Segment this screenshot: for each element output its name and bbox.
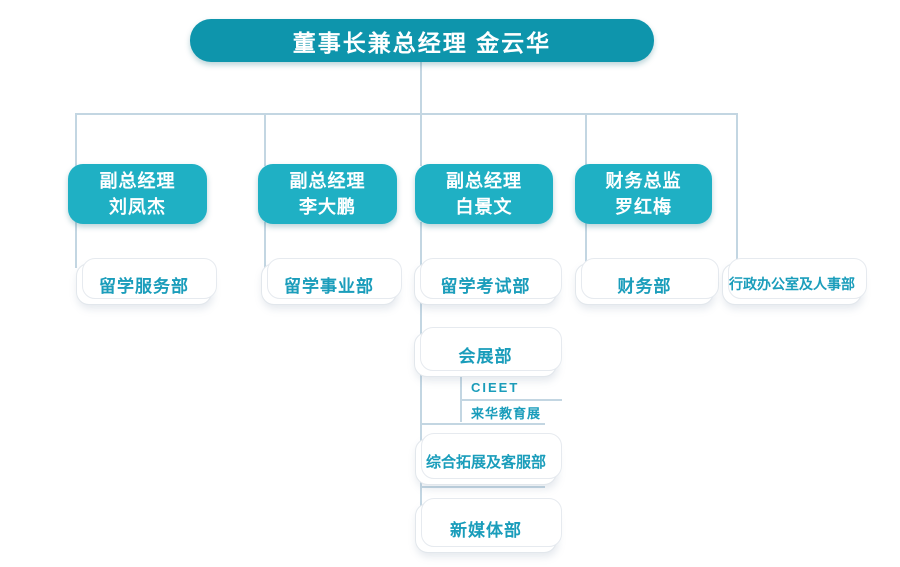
connector-line <box>420 113 422 166</box>
dept-label: 留学考试部 <box>440 276 531 296</box>
dept-study-abroad-business: 留学事业部 <box>261 258 402 305</box>
node-exec-lidapeng: 副总经理 李大鹏 <box>258 164 397 224</box>
node-chairman: 董事长兼总经理 金云华 <box>190 19 654 62</box>
connector-line <box>75 113 738 115</box>
cieet-note-line2: 来华教育展 <box>471 406 542 421</box>
exec-title: 财务总监 <box>605 171 682 191</box>
connector-line <box>264 222 266 268</box>
node-chairman-label: 董事长兼总经理 金云华 <box>292 29 552 56</box>
cieet-note: CIEET 来华教育展 <box>460 376 562 422</box>
dept-label: 留学服务部 <box>99 276 189 296</box>
dept-new-media: 新媒体部 <box>415 498 562 553</box>
exec-name: 李大鹏 <box>299 197 356 217</box>
connector-line <box>585 113 587 166</box>
exec-name: 刘凤杰 <box>109 197 166 217</box>
connector-line <box>75 113 77 166</box>
dept-label: 行政办公室及人事部 <box>729 276 855 292</box>
connector-line <box>420 423 545 425</box>
dept-study-abroad-exam: 留学考试部 <box>414 258 562 305</box>
connector-line <box>585 222 587 268</box>
connector-line <box>420 222 422 268</box>
connector-line <box>420 60 422 115</box>
cieet-note-line1: CIEET <box>462 376 562 401</box>
dept-label: 留学事业部 <box>284 276 374 296</box>
dept-finance: 财务部 <box>575 258 719 305</box>
dept-study-abroad-service: 留学服务部 <box>76 258 217 305</box>
connector-line <box>420 300 422 526</box>
connector-line <box>420 486 545 488</box>
connector-line <box>75 222 77 268</box>
exec-title: 副总经理 <box>289 171 366 191</box>
exec-title: 副总经理 <box>99 171 176 191</box>
exec-name: 白景文 <box>455 197 513 217</box>
node-exec-luohongmei: 财务总监 罗红梅 <box>575 164 712 224</box>
exec-title: 副总经理 <box>446 171 522 191</box>
dept-exhibition: 会展部 <box>414 327 562 377</box>
dept-label: 会展部 <box>458 347 513 366</box>
dept-development-customer-service: 综合拓展及客服部 <box>415 433 562 485</box>
dept-admin-hr: 行政办公室及人事部 <box>722 258 867 305</box>
dept-label: 新媒体部 <box>450 520 522 540</box>
exec-name: 罗红梅 <box>615 197 672 217</box>
connector-line <box>264 113 266 166</box>
node-exec-baijingwen: 副总经理 白景文 <box>415 164 553 224</box>
dept-label: 财务部 <box>617 276 672 296</box>
dept-label: 综合拓展及客服部 <box>425 454 546 471</box>
connector-line <box>736 113 738 268</box>
node-exec-liufengjie: 副总经理 刘凤杰 <box>68 164 207 224</box>
